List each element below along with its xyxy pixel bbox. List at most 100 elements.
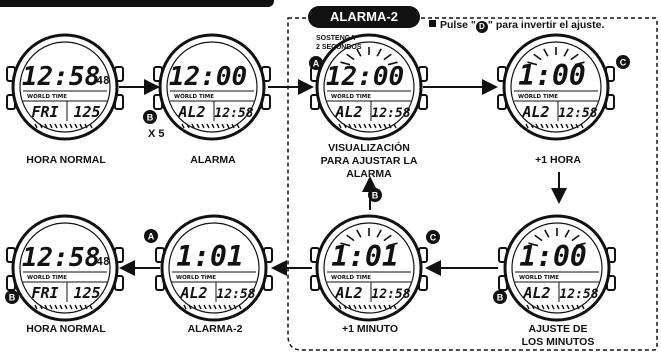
watch-scale-tick — [530, 123, 534, 129]
watch-scale-tick — [556, 304, 560, 310]
watch-scale-tick — [566, 304, 570, 310]
watch-bezel — [510, 41, 602, 133]
watch-case — [502, 33, 610, 141]
watch-lower-left: AL2 — [521, 103, 549, 121]
button-b-icon — [5, 290, 19, 304]
flash-ray — [383, 234, 392, 242]
caption-mas-un-minuto: +1 MINUTO — [341, 323, 399, 335]
instruction-suffix: " para invertir el ajuste. — [487, 19, 605, 31]
caption-ajuste-line-2: LOS MINUTOS — [521, 336, 595, 348]
watch-main-time: 12:58 — [22, 62, 100, 92]
caption-hora-normal-final: HORA NORMAL — [26, 323, 106, 335]
watch-scale-tick — [560, 123, 564, 129]
watch-scale-tick — [59, 123, 63, 129]
watch-scale-tick — [186, 123, 190, 129]
watch-scale-tick — [226, 123, 230, 129]
watch-scale-tick — [343, 304, 347, 310]
watch-lower-left: FRI — [31, 284, 58, 302]
world-time-label: WORLD TIME — [27, 94, 67, 100]
caption-visualizacion-line-2: PARA AJUSTAR LA — [320, 155, 418, 167]
hold-line-1: SOSTENGA — [316, 35, 356, 42]
watch-lower-right: 12:58 — [371, 106, 410, 121]
world-time-label: WORLD TIME — [27, 275, 67, 281]
watch-main-time: 1:01 — [176, 240, 243, 273]
watch-scale-tick — [393, 123, 397, 129]
watch-scale-tick — [373, 304, 377, 310]
watch-bezel — [323, 41, 415, 133]
watch-scale-tick — [208, 304, 212, 310]
watch-bezel — [166, 41, 258, 133]
watch-scale-tick — [49, 123, 53, 129]
button-letter: A — [148, 232, 155, 242]
mode-title-badge: ALARMA-2 — [308, 6, 420, 28]
watch-scale-tick — [536, 304, 540, 310]
world-time-label: WORLD TIME — [331, 275, 371, 281]
world-time-label: WORLD TIME — [174, 94, 214, 100]
hold-line-2: 2 SECUNDOS — [316, 44, 362, 51]
flash-ray — [356, 229, 362, 238]
watch-scale-tick — [363, 304, 367, 310]
watch-scale-tick — [218, 304, 222, 310]
button-b-icon — [368, 188, 382, 202]
watch-scale-tick — [79, 304, 83, 310]
button-letter: C — [430, 233, 437, 243]
watch-scale-tick — [188, 304, 192, 310]
watch-scale-tick — [383, 304, 387, 310]
watch-scale-tick — [39, 123, 43, 129]
watch-lower-left: AL2 — [177, 103, 205, 121]
watch-scale-tick — [575, 123, 579, 129]
flash-ray — [340, 242, 351, 247]
watch-scale-tick — [561, 304, 565, 310]
watch-case — [315, 33, 423, 141]
button-a-icon — [309, 56, 323, 70]
flash-ray — [376, 229, 382, 238]
watch-scale-tick — [363, 123, 367, 129]
watch-scale-tick — [89, 304, 93, 310]
bullet-square-icon — [429, 20, 436, 27]
watch-bezel — [19, 222, 111, 314]
caption-alarma-2: ALARMA-2 — [187, 323, 243, 335]
watch-scale-tick — [541, 304, 545, 310]
flash-ray — [543, 48, 549, 57]
flash-ray — [544, 229, 550, 238]
watch-scale-tick — [525, 123, 529, 129]
watch-bezel — [323, 222, 415, 314]
watch-scale-tick — [74, 123, 78, 129]
flash-ray — [387, 242, 398, 247]
watch-scale-tick — [238, 304, 242, 310]
watch-lower-left: AL2 — [522, 284, 550, 302]
watch-scale-tick — [203, 304, 207, 310]
watch-scale-tick — [338, 304, 342, 310]
watch-seconds: 48 — [96, 74, 109, 87]
watch-lower-right: 12:58 — [559, 287, 598, 302]
watch-scale-tick — [89, 123, 93, 129]
watch-main-time: 12:58 — [22, 243, 100, 273]
flash-ray — [570, 53, 579, 61]
watch-scale-tick — [59, 304, 63, 310]
button-c-marker: C — [616, 55, 630, 69]
watch-scale-tick — [546, 304, 550, 310]
watch-scale-tick — [44, 304, 48, 310]
flash-ray — [346, 53, 355, 61]
instruction-prefix: Pulse " — [440, 19, 476, 31]
button-a-marker: A — [144, 229, 158, 243]
watch-scale-tick — [49, 304, 53, 310]
caption-visualizacion: VISUALIZACIÓN PARA AJUSTAR LA ALARMA — [302, 142, 436, 181]
watch-scale-tick — [576, 304, 580, 310]
flash-ray — [534, 234, 543, 242]
flash-ray — [340, 61, 351, 66]
watch-case — [158, 33, 266, 141]
watch-seconds: 48 — [96, 255, 109, 268]
watch-scale-tick — [368, 123, 372, 129]
watch-scale-tick — [358, 123, 362, 129]
button-b-marker: B — [5, 290, 19, 304]
button-letter: B — [372, 191, 379, 201]
watch-main-time: 12:00 — [326, 62, 404, 92]
press-count: X 5 — [148, 128, 165, 140]
flash-ray — [527, 61, 538, 66]
watch-scale-tick — [228, 304, 232, 310]
watch-scale-tick — [211, 123, 215, 129]
